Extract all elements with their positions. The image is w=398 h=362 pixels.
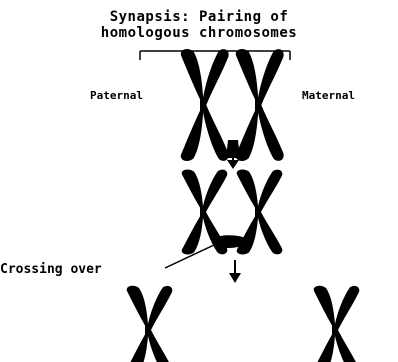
- stage3-left-chromosome: [127, 286, 173, 362]
- stage1-maternal-chromosome: [236, 49, 284, 161]
- stage1-paternal-chromosome: [181, 49, 229, 161]
- stage3-right-chromosome: [314, 286, 360, 362]
- arrow-down-2-icon: [229, 260, 241, 283]
